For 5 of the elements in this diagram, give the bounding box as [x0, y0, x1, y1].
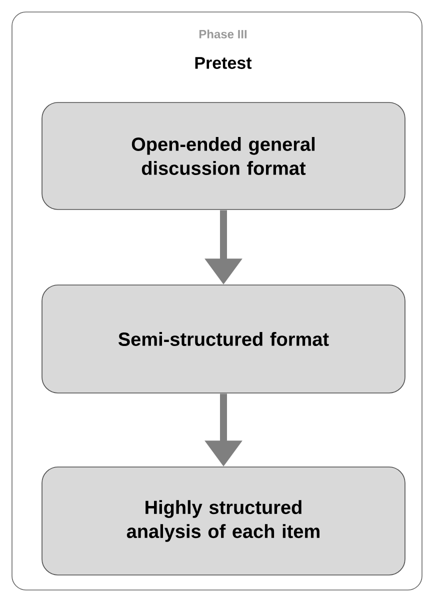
panel-title: Pretest	[195, 57, 252, 69]
phase-heading: Phase III	[199, 30, 247, 38]
process-box: Open-ended general discussion format	[42, 102, 406, 210]
process-box: Highly structured analysis of each item	[42, 466, 406, 576]
process-box: Semi-structured format	[42, 284, 406, 394]
